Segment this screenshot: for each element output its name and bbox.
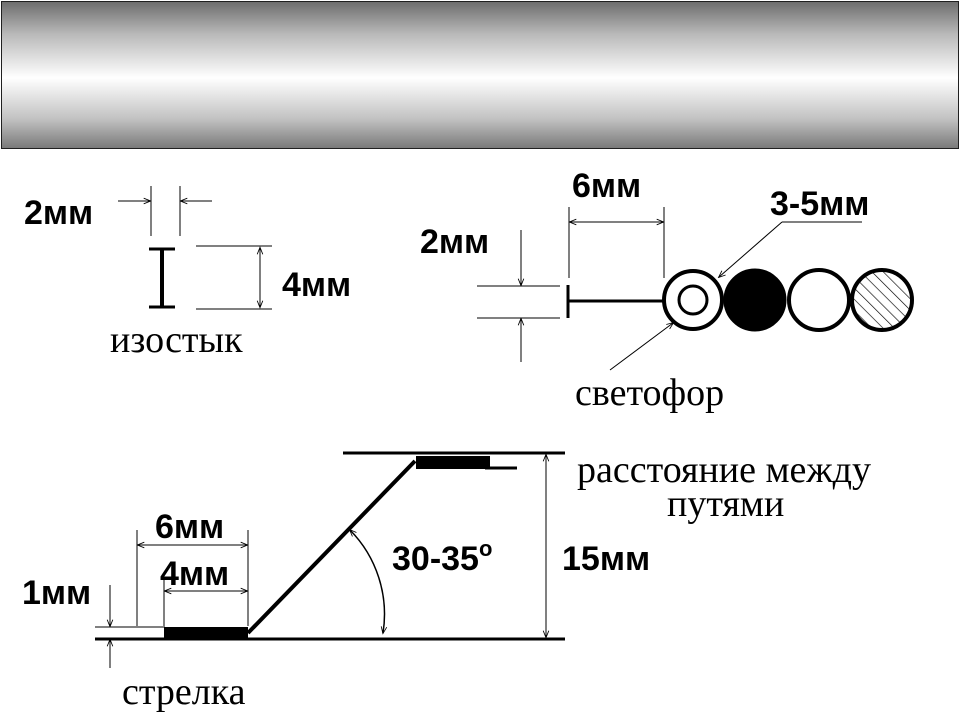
svetofor-lenses xyxy=(662,268,914,332)
strelka-spacing-caption-line1: расстояние между xyxy=(577,449,871,491)
svetofor-caption: светофор xyxy=(575,372,724,414)
izostyk-height-dimension xyxy=(196,245,272,310)
strelka-group: 1мм 6мм 4мм 30-35o 15мм расстояние между… xyxy=(22,449,871,713)
izostyk-symbol xyxy=(149,247,175,309)
strelka-thickness-label: 1мм xyxy=(22,574,91,612)
izostyk-width-label: 2мм xyxy=(24,194,93,232)
strelka-short-label: 4мм xyxy=(160,555,229,593)
strelka-spacing-label: 15мм xyxy=(562,540,650,578)
strelka-tracks xyxy=(95,451,565,641)
signal-lens-empty xyxy=(787,268,851,332)
svetofor-mast xyxy=(566,285,664,318)
svetofor-height-dimension xyxy=(477,230,560,362)
svetofor-mast-label: 6мм xyxy=(572,167,641,205)
strelka-caption: стрелка xyxy=(122,671,246,713)
title-bar xyxy=(1,1,959,149)
svetofor-lens-label: 3-5мм xyxy=(770,185,869,223)
signal-lens-outlined-inner xyxy=(677,284,709,316)
izostyk-group: 2мм 4мм изостык xyxy=(24,186,351,361)
izostyk-caption: изостык xyxy=(110,319,243,361)
svetofor-group: 2мм 6мм 3-5мм светофор xyxy=(420,167,914,414)
strelka-bottom-block xyxy=(164,627,248,639)
signal-lens-hatched xyxy=(850,268,914,332)
strelka-angle-label: 30-35o xyxy=(392,536,492,578)
strelka-top-block xyxy=(416,456,490,469)
strelka-long-label: 6мм xyxy=(155,508,224,546)
signal-lens-filled xyxy=(723,268,787,332)
svetofor-height-label: 2мм xyxy=(420,223,489,261)
strelka-thickness-dimension xyxy=(95,585,165,668)
strelka-angle-arc xyxy=(350,530,384,633)
izostyk-height-label: 4мм xyxy=(282,266,351,304)
izostyk-width-dimension xyxy=(118,186,212,236)
strelka-length-dimensions xyxy=(137,530,248,626)
strelka-spacing-caption-line2: путями xyxy=(667,483,784,525)
svetofor-mast-dimension xyxy=(569,207,664,278)
